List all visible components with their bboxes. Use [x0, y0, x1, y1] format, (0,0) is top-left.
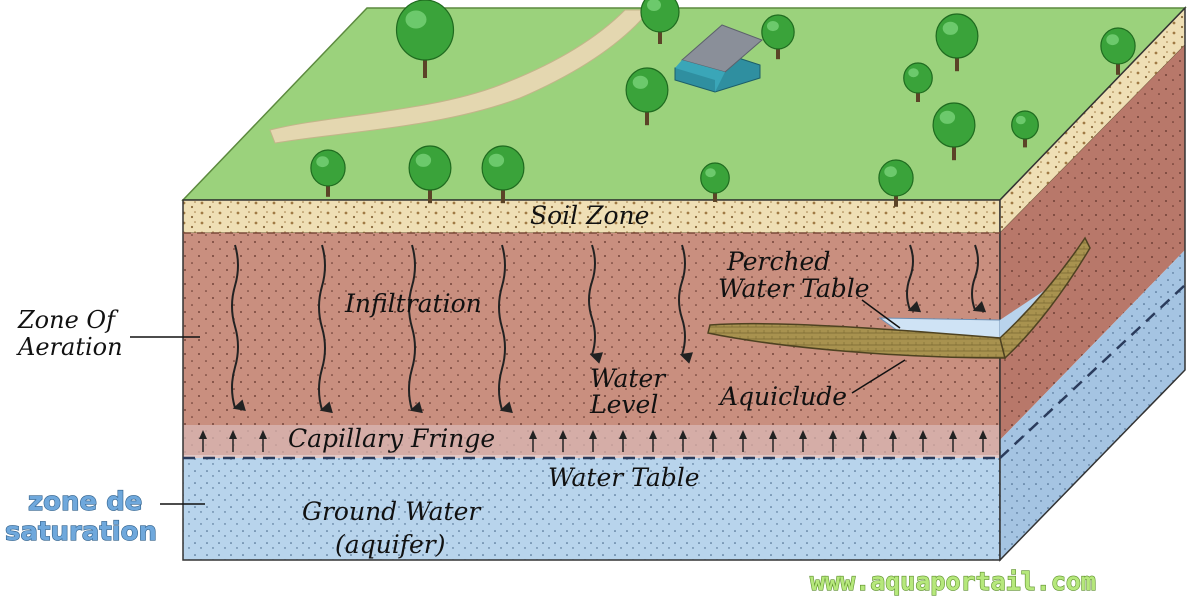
side-face-outline [999, 6, 1186, 562]
tree-icon [625, 67, 669, 126]
down-arrow-icon [906, 244, 922, 313]
capillary-arrows [199, 430, 987, 452]
water-level-label-line2: Level [589, 390, 658, 419]
water-table-label: Water Table [548, 463, 700, 492]
soil-zone-label: Soil Zone [530, 201, 649, 230]
house-icon [674, 24, 763, 93]
tree-icon [1011, 110, 1039, 148]
down-arrow-icon [408, 244, 423, 414]
up-arrow-icon [799, 430, 807, 452]
tree-icon [903, 62, 933, 102]
capillary-fringe-band [183, 425, 1000, 460]
aquiclude-pointer [851, 359, 906, 394]
aquiclude-label: Aquiclude [718, 382, 847, 411]
tree-icon [640, 0, 680, 44]
up-arrow-icon [529, 430, 537, 452]
up-arrow-icon [769, 430, 777, 452]
tree-icon [408, 145, 452, 204]
infiltration-label: Infiltration [344, 289, 482, 318]
watermark: www.aquaportail.com [810, 567, 1096, 596]
up-arrow-icon [199, 430, 207, 452]
up-arrow-icon [679, 430, 687, 452]
tree-icon [1100, 27, 1136, 75]
down-arrow-icon [231, 244, 246, 412]
up-arrow-icon [979, 430, 987, 452]
up-arrow-icon [919, 430, 927, 452]
infiltration-arrows [231, 244, 987, 414]
perched-pointer [861, 299, 901, 329]
aquifer-layer [183, 458, 1000, 560]
up-arrow-icon [709, 430, 717, 452]
aquiclude-side [999, 236, 1091, 360]
aeration-label-line2: Aeration [16, 333, 123, 361]
up-arrow-icon [889, 430, 897, 452]
up-arrow-icon [619, 430, 627, 452]
down-arrow-icon [588, 244, 603, 364]
down-arrow-icon [498, 244, 513, 414]
up-arrow-icon [949, 430, 957, 452]
tree-icon [395, 0, 455, 78]
capillary-fringe-label: Capillary Fringe [288, 424, 495, 453]
tree-icon [700, 162, 730, 202]
trees [310, 0, 1136, 207]
down-arrow-icon [971, 244, 987, 313]
soil-zone-layer [182, 199, 1001, 234]
tree-icon [481, 145, 525, 204]
tree-icon [878, 159, 914, 207]
tree-icon [310, 149, 346, 197]
tree-icon [932, 102, 976, 161]
up-arrow-icon [859, 430, 867, 452]
side-aeration-zone [1000, 45, 1185, 440]
water-table-line-side [999, 284, 1186, 459]
tree-icon [935, 13, 979, 72]
saturation-label-line2: saturation [5, 517, 157, 547]
ground-water-label-line2: (aquifer) [335, 530, 446, 559]
saturation-label-line1: zone de [28, 487, 142, 517]
down-arrow-icon [678, 244, 693, 364]
up-arrow-icon [229, 430, 237, 452]
aeration-label-line1: Zone Of [17, 306, 119, 334]
tree-icon [761, 14, 795, 60]
up-arrow-icon [649, 430, 657, 452]
up-arrow-icon [829, 430, 837, 452]
water-level-label-line1: Water [590, 364, 667, 393]
perched-label-line2: Water Table [718, 274, 870, 303]
up-arrow-icon [739, 430, 747, 452]
up-arrow-icon [589, 430, 597, 452]
up-arrow-icon [259, 430, 267, 452]
up-arrow-icon [559, 430, 567, 452]
ground-water-label-line1: Ground Water [302, 497, 482, 526]
down-arrow-icon [318, 244, 333, 414]
perched-label-line1: Perched [726, 247, 830, 276]
